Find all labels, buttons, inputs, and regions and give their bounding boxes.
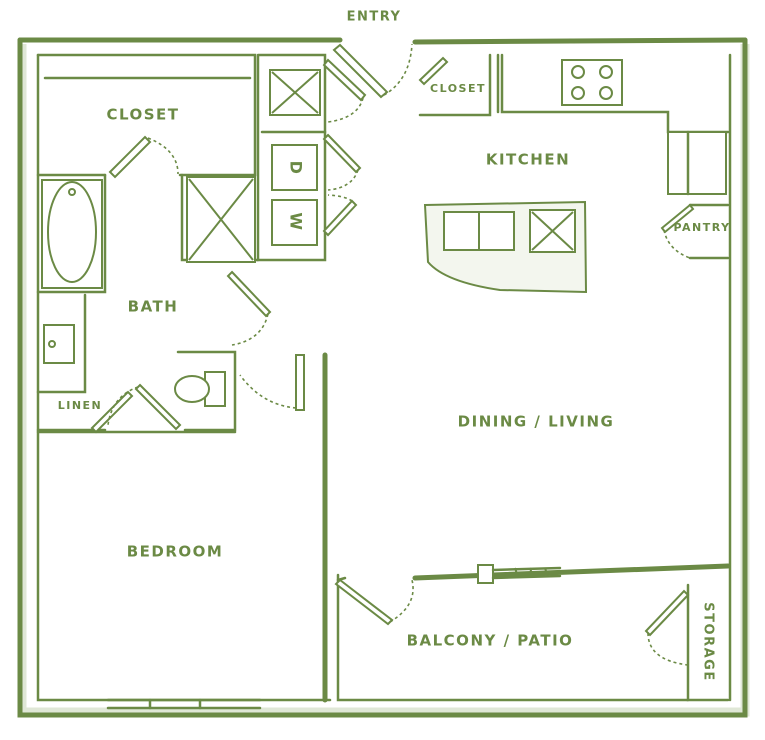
closet-door[interactable] <box>108 135 179 179</box>
range-icon <box>561 59 623 106</box>
dryer-icon <box>271 144 318 191</box>
laundry-door-upper[interactable] <box>322 133 362 191</box>
bedroom-walls <box>36 352 328 710</box>
label-balcony-patio: BALCONY / PATIO <box>407 632 574 650</box>
label-storage: STORAGE <box>701 602 716 681</box>
pantry-door[interactable] <box>660 203 695 259</box>
laundry-door-lower[interactable] <box>322 194 358 237</box>
shower <box>186 176 256 263</box>
storage <box>686 583 730 702</box>
bath-door[interactable] <box>226 270 272 346</box>
label-pantry: PANTRY <box>673 221 730 234</box>
bath-lower-door[interactable] <box>107 383 182 431</box>
label-washer: W <box>287 212 306 231</box>
utility-door-top[interactable] <box>322 58 367 123</box>
label-entry-closet: CLOSET <box>430 82 486 95</box>
kitchen-island <box>423 200 588 294</box>
kitchen-counter <box>500 53 730 196</box>
toilet-icon <box>174 375 210 403</box>
bedroom-door[interactable] <box>239 354 305 411</box>
vanity <box>43 324 75 364</box>
wall-shadows <box>17 44 750 717</box>
entry-closet-door[interactable] <box>418 56 449 86</box>
label-entry: ENTRY <box>347 10 402 25</box>
label-closet: CLOSET <box>106 106 179 124</box>
pantry <box>688 203 730 260</box>
utility-block <box>256 53 327 262</box>
label-bedroom: BEDROOM <box>127 543 224 561</box>
washer-icon <box>271 199 318 246</box>
bathtub <box>41 179 103 289</box>
bathtub-icon <box>47 181 97 283</box>
label-dryer: D <box>287 161 306 176</box>
entry-closet <box>418 53 500 117</box>
balcony-slider[interactable] <box>477 564 562 584</box>
label-dining-living: DINING / LIVING <box>458 413 615 431</box>
label-bath: BATH <box>128 298 179 316</box>
label-linen: LINEN <box>58 399 103 412</box>
storage-door[interactable] <box>644 589 690 666</box>
refrigerator-icon <box>667 131 727 195</box>
entry-door[interactable] <box>332 43 413 99</box>
label-kitchen: KITCHEN <box>486 151 570 169</box>
toilet <box>174 371 226 407</box>
balcony-door[interactable] <box>334 578 414 626</box>
closet-area <box>36 53 257 177</box>
